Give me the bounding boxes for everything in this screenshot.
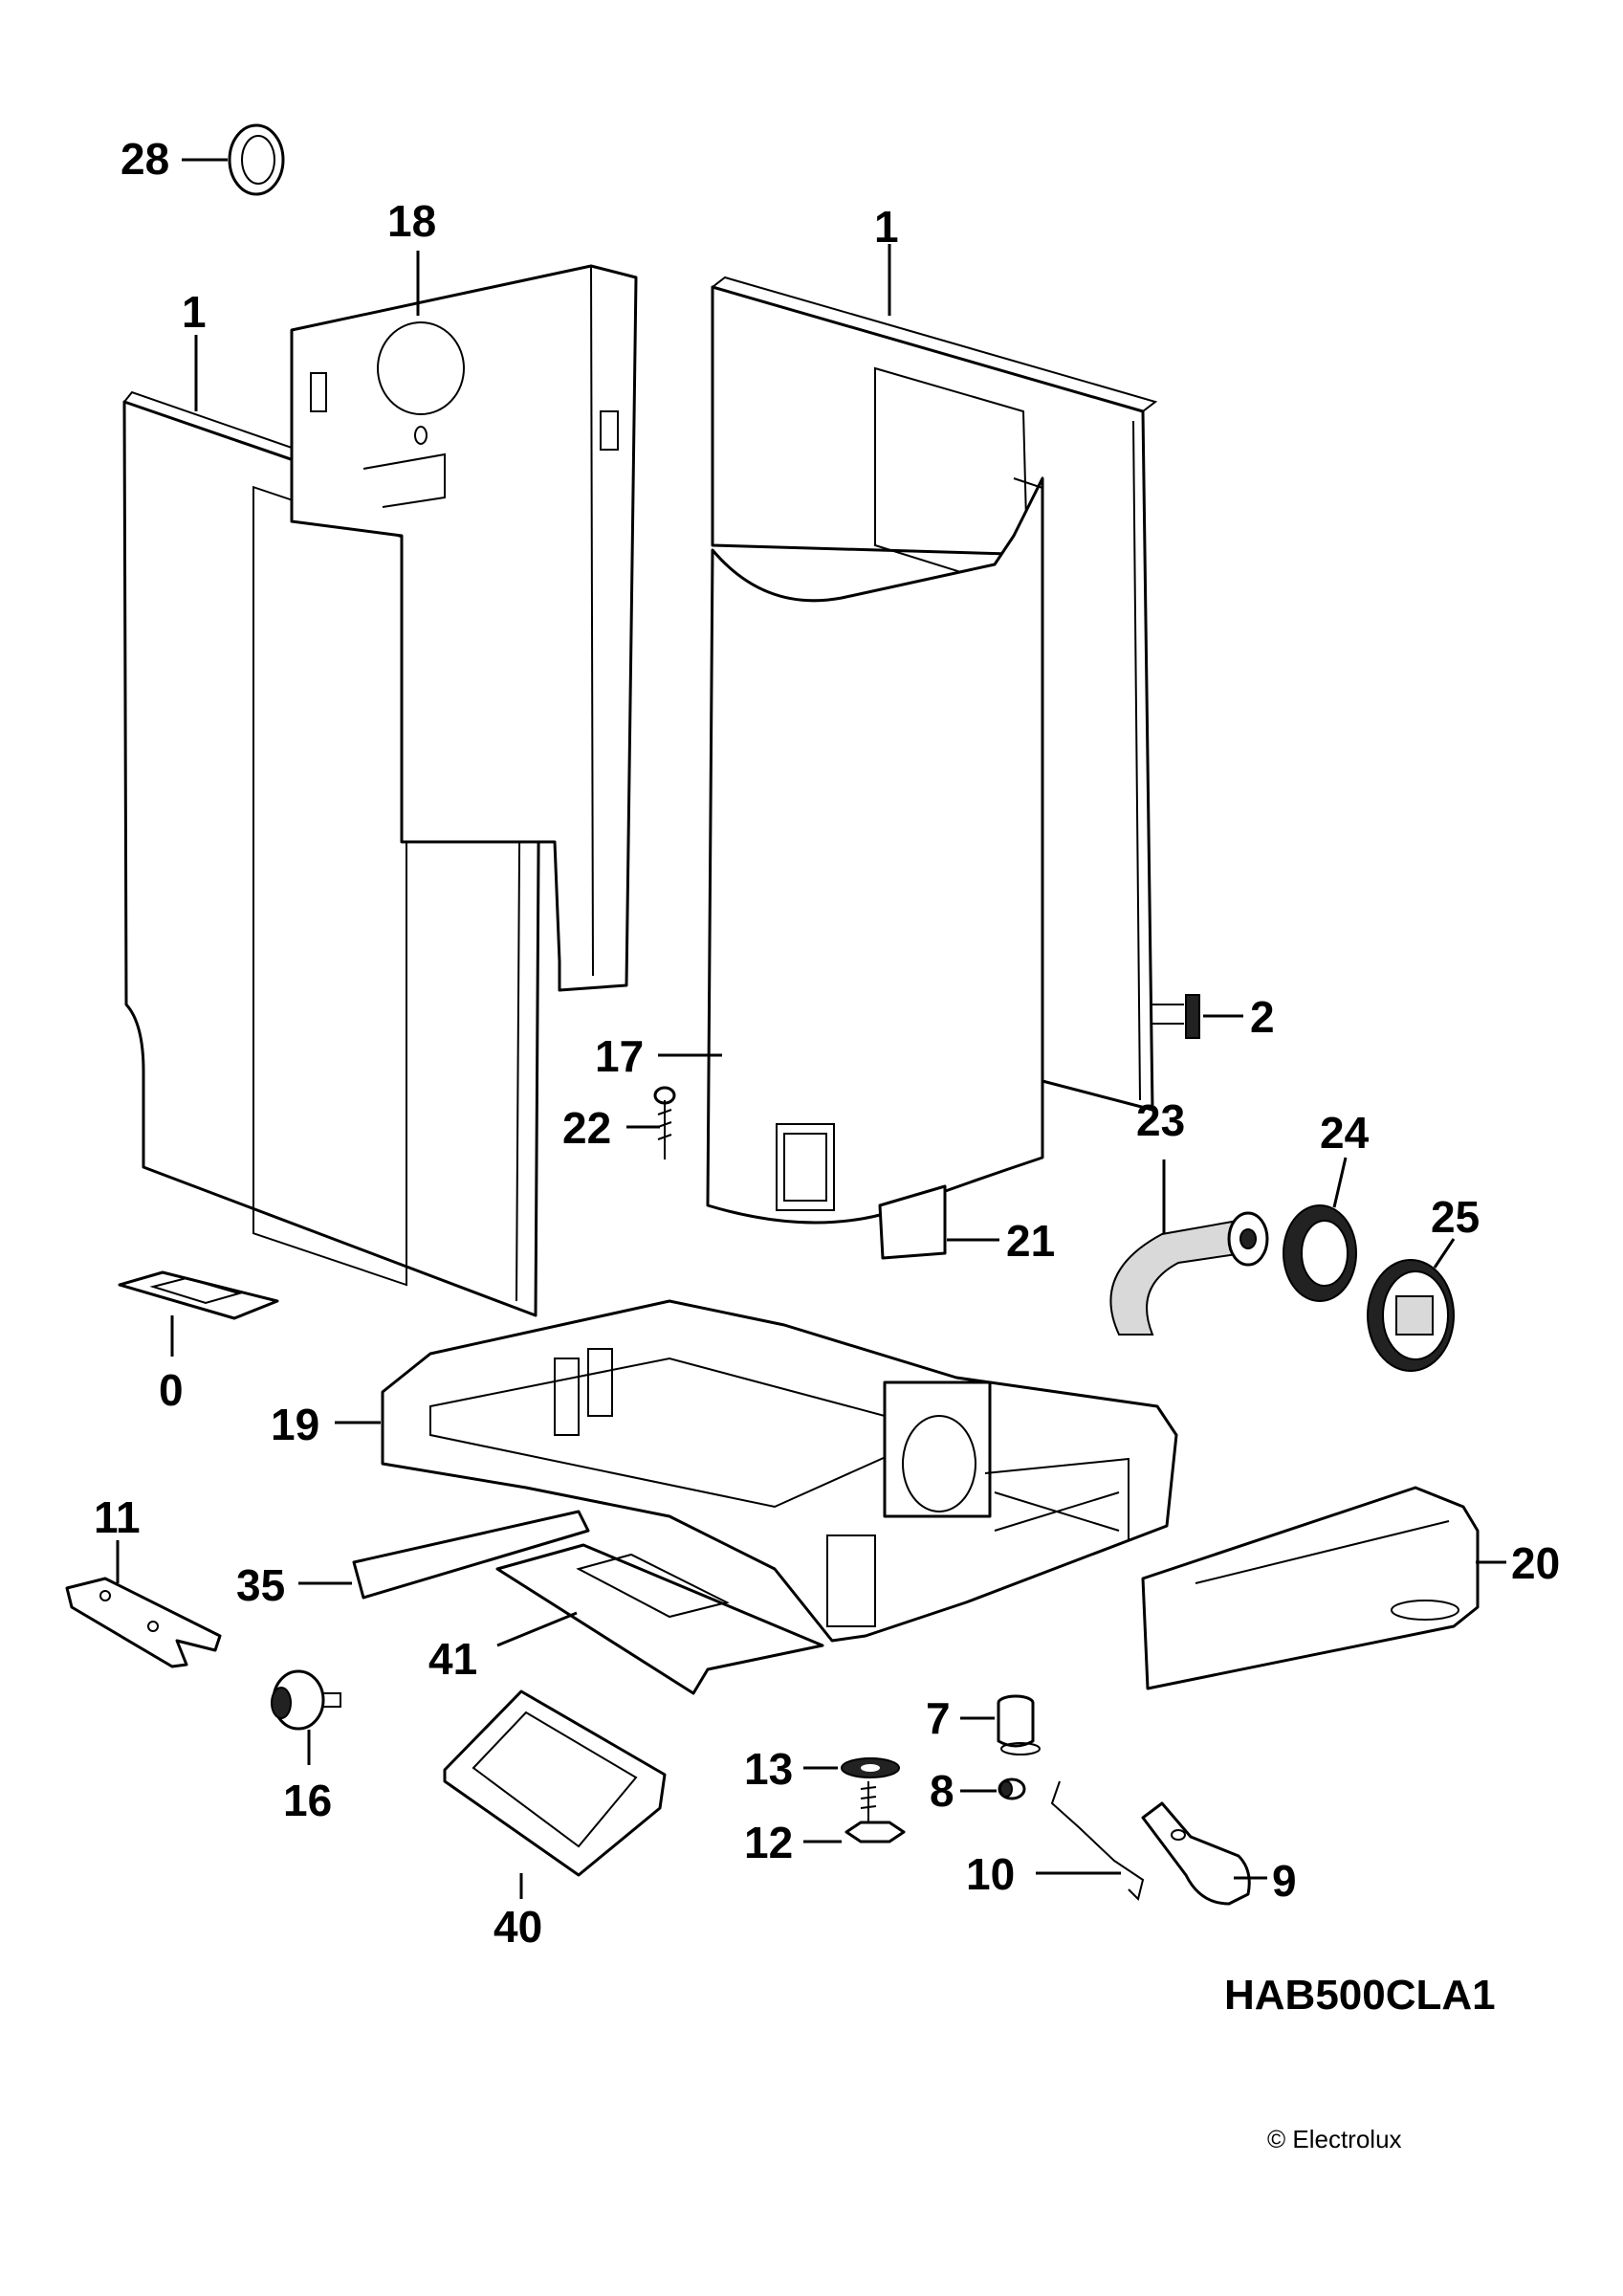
part-17-inner-cover xyxy=(706,476,1044,1225)
model-code: HAB500CLA1 xyxy=(1224,1972,1496,2019)
part-35-rail xyxy=(352,1510,590,1600)
part-23-filter-hose xyxy=(1109,1211,1269,1336)
part-16-roller xyxy=(271,1669,341,1731)
part-22-screw xyxy=(653,1086,676,1159)
callout-40: 40 xyxy=(493,1902,542,1952)
callout-20: 20 xyxy=(1511,1538,1560,1588)
part-41-base-plate xyxy=(495,1543,824,1695)
part-25-cap xyxy=(1367,1259,1455,1372)
callout-0: 0 xyxy=(159,1365,184,1415)
part-28-ring xyxy=(228,123,285,196)
part-40-tray xyxy=(443,1689,667,1877)
callout-24: 24 xyxy=(1320,1108,1370,1158)
callout-13: 13 xyxy=(744,1744,793,1794)
leader-41 xyxy=(496,1611,578,1647)
callout-7: 7 xyxy=(926,1693,951,1743)
part-2-clip xyxy=(1152,994,1200,1039)
callout-28: 28 xyxy=(121,134,169,184)
callout-22: 22 xyxy=(562,1103,611,1153)
part-13-washer xyxy=(841,1757,900,1778)
callout-25: 25 xyxy=(1431,1192,1480,1242)
copyright-text: © Electrolux xyxy=(1267,2125,1402,2153)
callout-11: 11 xyxy=(94,1492,141,1542)
callout-1-left: 1 xyxy=(182,287,207,337)
part-9-lever xyxy=(1141,1801,1251,1906)
leader-24 xyxy=(1332,1157,1348,1208)
callout-16: 16 xyxy=(283,1776,332,1825)
callout-2: 2 xyxy=(1250,992,1275,1042)
part-19-base-frame xyxy=(381,1299,1178,1643)
leader-25 xyxy=(1433,1238,1456,1269)
callout-9: 9 xyxy=(1272,1856,1297,1906)
callout-19: 19 xyxy=(271,1400,319,1449)
callout-17: 17 xyxy=(595,1031,644,1081)
part-11-bracket xyxy=(65,1577,222,1668)
callout-1-right: 1 xyxy=(874,202,899,252)
callout-12: 12 xyxy=(744,1818,793,1867)
part-20-kick-panel xyxy=(1141,1486,1480,1690)
callout-18: 18 xyxy=(387,196,436,246)
part-10-wire xyxy=(1050,1780,1145,1901)
part-7-bushing xyxy=(997,1694,1041,1755)
callout-23: 23 xyxy=(1136,1095,1185,1145)
callout-10: 10 xyxy=(966,1849,1015,1899)
callout-35: 35 xyxy=(236,1560,285,1610)
part-18-rear-panel xyxy=(290,264,638,992)
callout-41: 41 xyxy=(428,1634,477,1684)
part-0-label-plate xyxy=(118,1270,279,1320)
callout-8: 8 xyxy=(930,1766,954,1816)
part-21-small-cover xyxy=(878,1184,947,1260)
part-12-foot xyxy=(844,1781,906,1843)
callout-21: 21 xyxy=(1006,1216,1055,1266)
part-24-gasket xyxy=(1283,1204,1357,1302)
part-8-nut xyxy=(998,1777,1026,1800)
